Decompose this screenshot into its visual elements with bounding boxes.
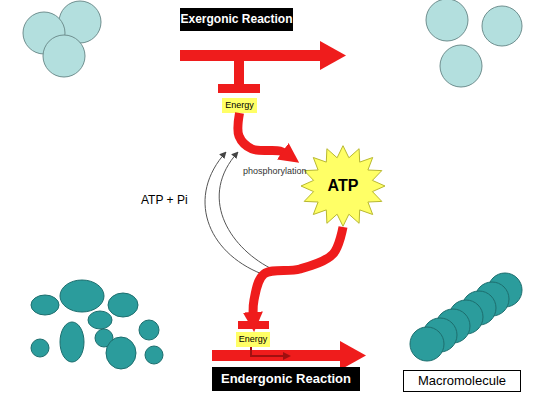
energy-input-arrow bbox=[251, 347, 284, 356]
process-label: phosphorylation bbox=[243, 166, 307, 176]
molecule-circle bbox=[482, 6, 522, 46]
reaction-label: Exergonic Reaction bbox=[180, 8, 293, 31]
energy-box: Energy bbox=[222, 98, 257, 113]
monomer bbox=[31, 295, 59, 315]
molecule-circle bbox=[440, 45, 482, 87]
monomer bbox=[108, 293, 138, 317]
monomer bbox=[88, 311, 112, 329]
starburst-shape bbox=[301, 146, 385, 227]
arrow-head bbox=[283, 352, 291, 360]
monomer bbox=[139, 320, 159, 340]
product-molecules bbox=[426, 0, 522, 87]
reaction-label: Endergonic Reaction bbox=[212, 367, 360, 391]
monomer bbox=[106, 337, 136, 369]
node-text: Exergonic Reaction bbox=[180, 13, 292, 26]
monomers bbox=[31, 280, 163, 369]
energy-transfer-arrow bbox=[253, 227, 343, 320]
energy-branch-bar bbox=[218, 84, 260, 93]
node-text: Macromolecule bbox=[418, 374, 506, 388]
reactant-label: ATP + Pi bbox=[141, 193, 188, 207]
macromolecule-chain bbox=[410, 273, 522, 361]
node-text: Energy bbox=[225, 101, 254, 111]
monomer bbox=[145, 346, 163, 364]
molecule-circle bbox=[426, 0, 468, 41]
exergonic-arrow bbox=[180, 41, 346, 93]
atp-starburst: ATP bbox=[300, 145, 386, 227]
reactant-molecules bbox=[23, 1, 101, 77]
monomer bbox=[60, 322, 84, 362]
arrow-head bbox=[340, 341, 366, 370]
arrow-head bbox=[320, 41, 346, 70]
node-text: ATP bbox=[328, 177, 359, 195]
energy-box: Energy bbox=[236, 332, 270, 347]
energy-transfer-arrow bbox=[238, 113, 289, 156]
arrow-shaft bbox=[180, 50, 322, 61]
monomer bbox=[410, 327, 444, 361]
molecule-circle bbox=[43, 35, 85, 77]
node-text: Energy bbox=[239, 335, 268, 345]
monomer bbox=[31, 339, 49, 357]
energy-branch-bar bbox=[238, 321, 269, 329]
monomer bbox=[60, 280, 104, 312]
caption-box: Macromolecule bbox=[403, 370, 521, 392]
node-text: Endergonic Reaction bbox=[221, 372, 351, 386]
